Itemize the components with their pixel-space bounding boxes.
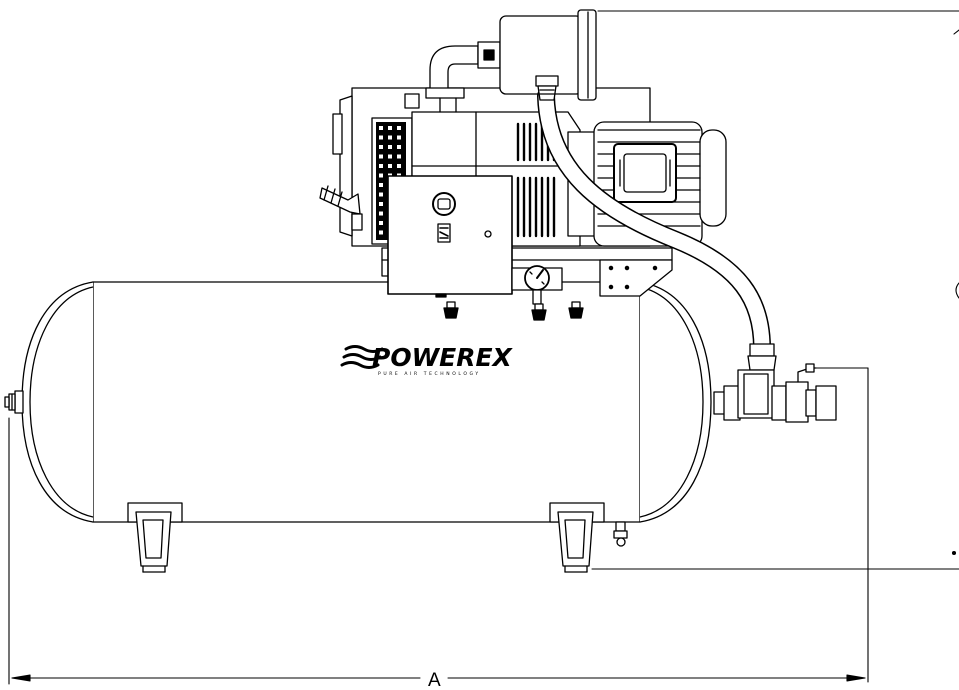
panel-vent-slot [397, 126, 401, 130]
warning-label-icon [437, 223, 451, 243]
tank-right-head [639, 281, 712, 523]
panel-vent-slot [379, 126, 383, 130]
tank-foot-left [127, 502, 183, 573]
brand-name: POWEREX [372, 343, 514, 372]
control-box [387, 175, 513, 298]
panel-vent-slot [379, 230, 383, 235]
pressure-gauge [511, 265, 563, 305]
left-hose-fitting [319, 185, 363, 231]
panel-vent-slot [397, 135, 401, 140]
discharge-hose [535, 75, 777, 371]
panel-vent-slot [379, 154, 383, 159]
cooling-fins [516, 176, 556, 238]
panel-vent-slot [379, 221, 383, 225]
outlet-fittings [713, 363, 837, 423]
drain-valve [613, 521, 628, 547]
panel-vent-slot [388, 145, 392, 149]
panel-vent-slot [397, 164, 401, 168]
panel-vent-slot [397, 154, 401, 159]
panel-vent-slot [379, 164, 383, 168]
brand-tagline: PURE AIR TECHNOLOGY [378, 371, 481, 377]
panel-vent-slot [379, 145, 383, 149]
panel-vent-slot [379, 183, 383, 187]
inlet-filter [499, 9, 597, 101]
panel-vent-slot [379, 135, 383, 140]
panel-vent-slot [379, 173, 383, 178]
inlet-elbow [425, 41, 501, 113]
panel-vent-slot [388, 126, 392, 130]
panel-vent-slot [397, 145, 401, 149]
panel-vent-slot [388, 154, 392, 159]
dimension-a-label: A [428, 670, 441, 690]
tank-valve-right [568, 301, 584, 319]
panel-vent-slot [379, 192, 383, 197]
panel-vent-slot [379, 211, 383, 216]
wave-emblem [340, 345, 384, 369]
receiver-tank [4, 281, 712, 523]
tank-end-fitting [4, 390, 24, 414]
tank-foot-right [549, 502, 605, 573]
motor-junction-box [613, 143, 677, 203]
tank-body [92, 281, 641, 523]
powerex-logo: POWEREX PURE AIR TECHNOLOGY [340, 343, 514, 377]
dimension-lines [8, 10, 959, 685]
tank-valve-left [443, 301, 459, 319]
tank-valve-center [531, 303, 547, 321]
panel-vent-slot [379, 202, 383, 206]
tank-left-head [21, 281, 94, 523]
panel-vent-slot [388, 164, 392, 168]
panel-vent-slot [388, 135, 392, 140]
